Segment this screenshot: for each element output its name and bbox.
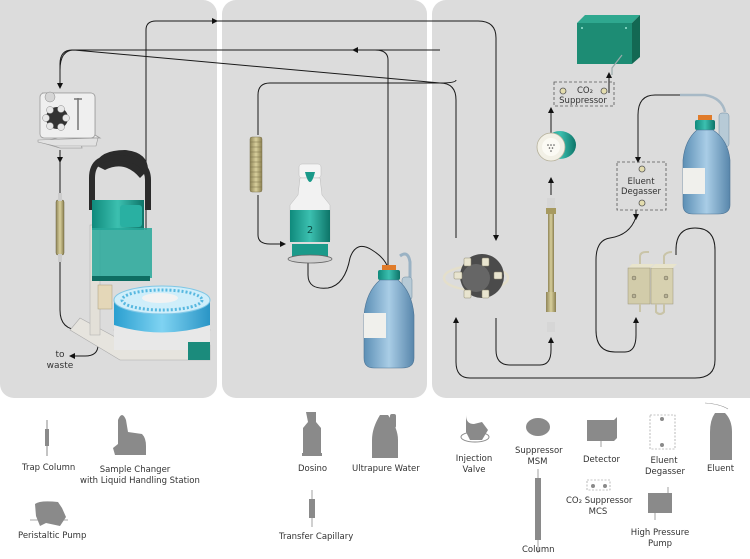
legend-ultrapure-water-icon	[372, 414, 398, 458]
legend-label: Eluent	[707, 464, 735, 474]
legend-label: Ultrapure Water	[352, 464, 420, 474]
degasser-label-line2: Degasser	[621, 187, 661, 197]
ultrapure-water-bottle	[363, 252, 415, 369]
line-dosino-to-water	[307, 245, 389, 289]
legend-label: Sample Changer	[99, 465, 171, 475]
trap-column	[55, 193, 65, 262]
legend-peristaltic-pump: Peristaltic Pump	[18, 531, 86, 542]
legend-ultrapure-water: Ultrapure Water	[352, 464, 420, 475]
line-pump-to-valve	[453, 227, 716, 379]
legend-dosino: Dosino	[298, 464, 327, 475]
eluent-degasser	[616, 161, 667, 211]
legend-dosino-icon	[302, 412, 322, 456]
degasser-label-line1: Eluent	[627, 177, 655, 187]
dosino-number: 2	[307, 225, 313, 236]
legend-icons	[30, 402, 732, 553]
line-valve-to-pump	[59, 49, 457, 238]
legend-label: High Pressure	[630, 528, 690, 538]
transfer-capillary	[249, 136, 263, 193]
legend-label: Eluent	[650, 456, 678, 466]
legend-label-2: MSM	[527, 457, 548, 467]
legend-sample-changer-icon	[113, 415, 146, 455]
legend-eluent-degasser-icon	[649, 414, 676, 450]
line-dosino-loop	[257, 79, 457, 135]
suppressor-msm	[536, 131, 576, 162]
co2-suppressor	[553, 81, 615, 107]
ic-column	[546, 198, 556, 332]
to-waste-line2: waste	[46, 361, 74, 371]
legend-transfer-capillary: Transfer Capillary	[279, 532, 353, 543]
legend-label-2: Pump	[647, 539, 673, 549]
to-waste-label: to waste	[40, 350, 80, 372]
detector	[577, 15, 640, 75]
legend-label: Injection	[455, 454, 493, 464]
legend-label: Suppressor	[515, 446, 563, 456]
legend-detector: Detector	[583, 455, 620, 466]
dosino: 2	[287, 163, 333, 264]
legend-label: Transfer Capillary	[279, 532, 354, 542]
legend-label-2: with Liquid Handling Station	[80, 476, 200, 486]
co2-label-line2: Suppressor	[559, 96, 607, 106]
sample-changer	[69, 150, 211, 361]
legend-transfer-capillary-icon	[309, 490, 315, 527]
line-valve-to-column	[495, 318, 554, 366]
legend-detector-icon	[587, 417, 617, 447]
flow-diagram: 2	[37, 15, 731, 379]
legend-column-icon	[535, 469, 541, 553]
capillary-lines	[57, 18, 716, 379]
co2-label-line1: CO₂	[577, 86, 593, 96]
legend-trap-column: Trap Column	[22, 463, 75, 474]
line-water-up	[352, 47, 389, 270]
legend-eluent: Eluent	[707, 464, 734, 475]
injection-valve	[442, 254, 510, 299]
legend-label-2: Degasser	[645, 467, 685, 477]
legend-label: Peristaltic Pump	[18, 531, 87, 541]
high-pressure-pump	[627, 251, 677, 315]
legend-label: Detector	[583, 455, 621, 465]
legend-co2-suppressor-icon	[586, 479, 611, 491]
legend-high-pressure-pump-icon	[648, 487, 672, 520]
eluent-bottle	[680, 93, 731, 215]
legend-label: Trap Column	[22, 463, 76, 473]
legend-label-2: Valve	[462, 465, 486, 475]
legend-column: Column	[522, 545, 555, 556]
line-sampler-to-valve	[145, 20, 499, 241]
peristaltic-pump	[37, 91, 102, 149]
legend-trap-column-icon	[45, 420, 49, 456]
line-eluent-to-degasser	[635, 94, 680, 163]
legend-label: Column	[522, 545, 555, 555]
legend-label: Dosino	[298, 464, 328, 474]
legend-injection-valve-icon	[460, 415, 490, 443]
to-waste-line1: to	[55, 350, 65, 360]
legend-label-2: MCS	[588, 507, 608, 517]
legend-suppressor-msm-icon	[526, 418, 550, 436]
legend-label: CO₂ Suppressor	[566, 496, 633, 506]
legend-eluent-icon	[704, 402, 732, 460]
legend-peristaltic-pump-icon	[30, 501, 68, 526]
